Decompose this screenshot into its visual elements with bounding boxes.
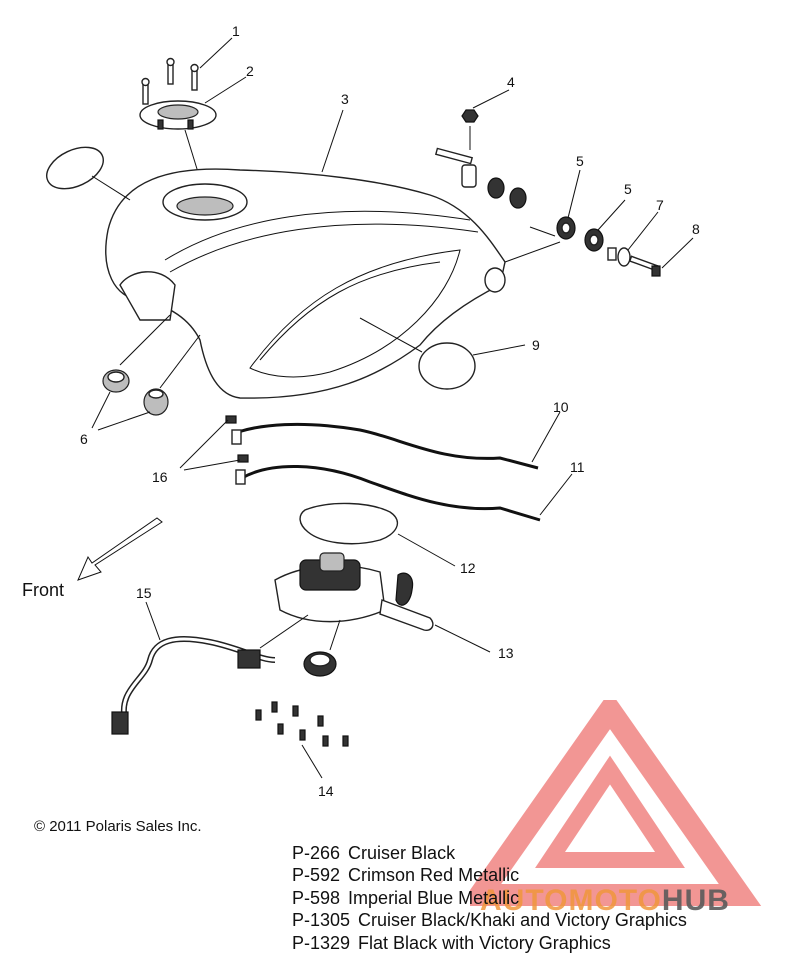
part-6-bumpers <box>102 369 169 416</box>
leader-3 <box>321 109 344 173</box>
part-13-fuel-pump <box>274 552 434 677</box>
watermark-text: AUTOMOTOHUB <box>480 884 730 917</box>
front-arrow <box>77 517 163 581</box>
callout-2: 2 <box>246 63 254 79</box>
hose-clamp <box>237 649 261 669</box>
callout-7: 7 <box>656 197 664 213</box>
part-8-bolt <box>628 255 661 277</box>
leader-1 <box>199 37 233 69</box>
callout-11: 11 <box>570 459 585 475</box>
leader-5b <box>597 199 626 231</box>
leader-16a <box>179 419 229 469</box>
leader-9 <box>472 344 526 356</box>
front-label: Front <box>22 580 64 600</box>
tank-gasket-ring <box>46 146 104 190</box>
part-9-cover <box>418 342 476 390</box>
part-14-screws <box>255 701 349 747</box>
callout-9: 9 <box>532 337 540 353</box>
callout-8: 8 <box>692 221 700 237</box>
leader-5a <box>567 169 581 219</box>
callout-16: 16 <box>152 469 168 485</box>
hose-connector <box>111 711 129 735</box>
leader-15 <box>145 601 161 641</box>
part-7-washer <box>607 247 631 267</box>
leader-4 <box>472 89 510 109</box>
leader-16b <box>183 459 241 471</box>
leader-11 <box>539 473 573 516</box>
leader-8 <box>661 237 694 269</box>
callout-14: 14 <box>318 783 334 799</box>
part-4-mount-bolt <box>434 109 527 209</box>
callout-15: 15 <box>136 585 152 601</box>
leader-15b <box>259 614 309 649</box>
callout-13: 13 <box>498 645 514 661</box>
callout-5a: 5 <box>576 153 584 169</box>
part-16-fittings <box>225 415 249 485</box>
leader-2 <box>204 76 247 104</box>
leader-6a <box>91 391 111 429</box>
callout-4: 4 <box>507 74 515 90</box>
part-12-pump-gasket <box>299 502 399 545</box>
leader-7 <box>627 211 659 251</box>
callout-10: 10 <box>553 399 569 415</box>
leader-10 <box>531 411 561 463</box>
copyright-notice: © 2011 Polaris Sales Inc. <box>34 818 202 835</box>
leader-gasket-ring <box>91 175 131 201</box>
callout-1: 1 <box>232 23 240 39</box>
leader-tank-mount <box>504 241 561 263</box>
leader-5-dash <box>529 226 556 237</box>
leader-6c <box>119 314 171 366</box>
part-5-grommet-a <box>556 216 576 240</box>
leader-6d <box>159 334 201 389</box>
leader-6b <box>97 411 151 431</box>
leader-12 <box>397 533 456 567</box>
leader-13 <box>434 624 491 653</box>
part-10-vent-line <box>237 422 539 470</box>
callout-6: 6 <box>80 431 88 447</box>
part-11-vent-line <box>241 465 541 522</box>
callout-12: 12 <box>460 560 476 576</box>
part-5-grommet-b <box>584 228 604 252</box>
part-1-bolts <box>141 57 199 105</box>
leader-14 <box>301 744 323 779</box>
leader-9b <box>359 317 423 353</box>
part-3-fuel-tank <box>105 168 506 399</box>
callout-3: 3 <box>341 91 349 107</box>
part-2-filler-flange <box>139 100 217 130</box>
callout-5b: 5 <box>624 181 632 197</box>
